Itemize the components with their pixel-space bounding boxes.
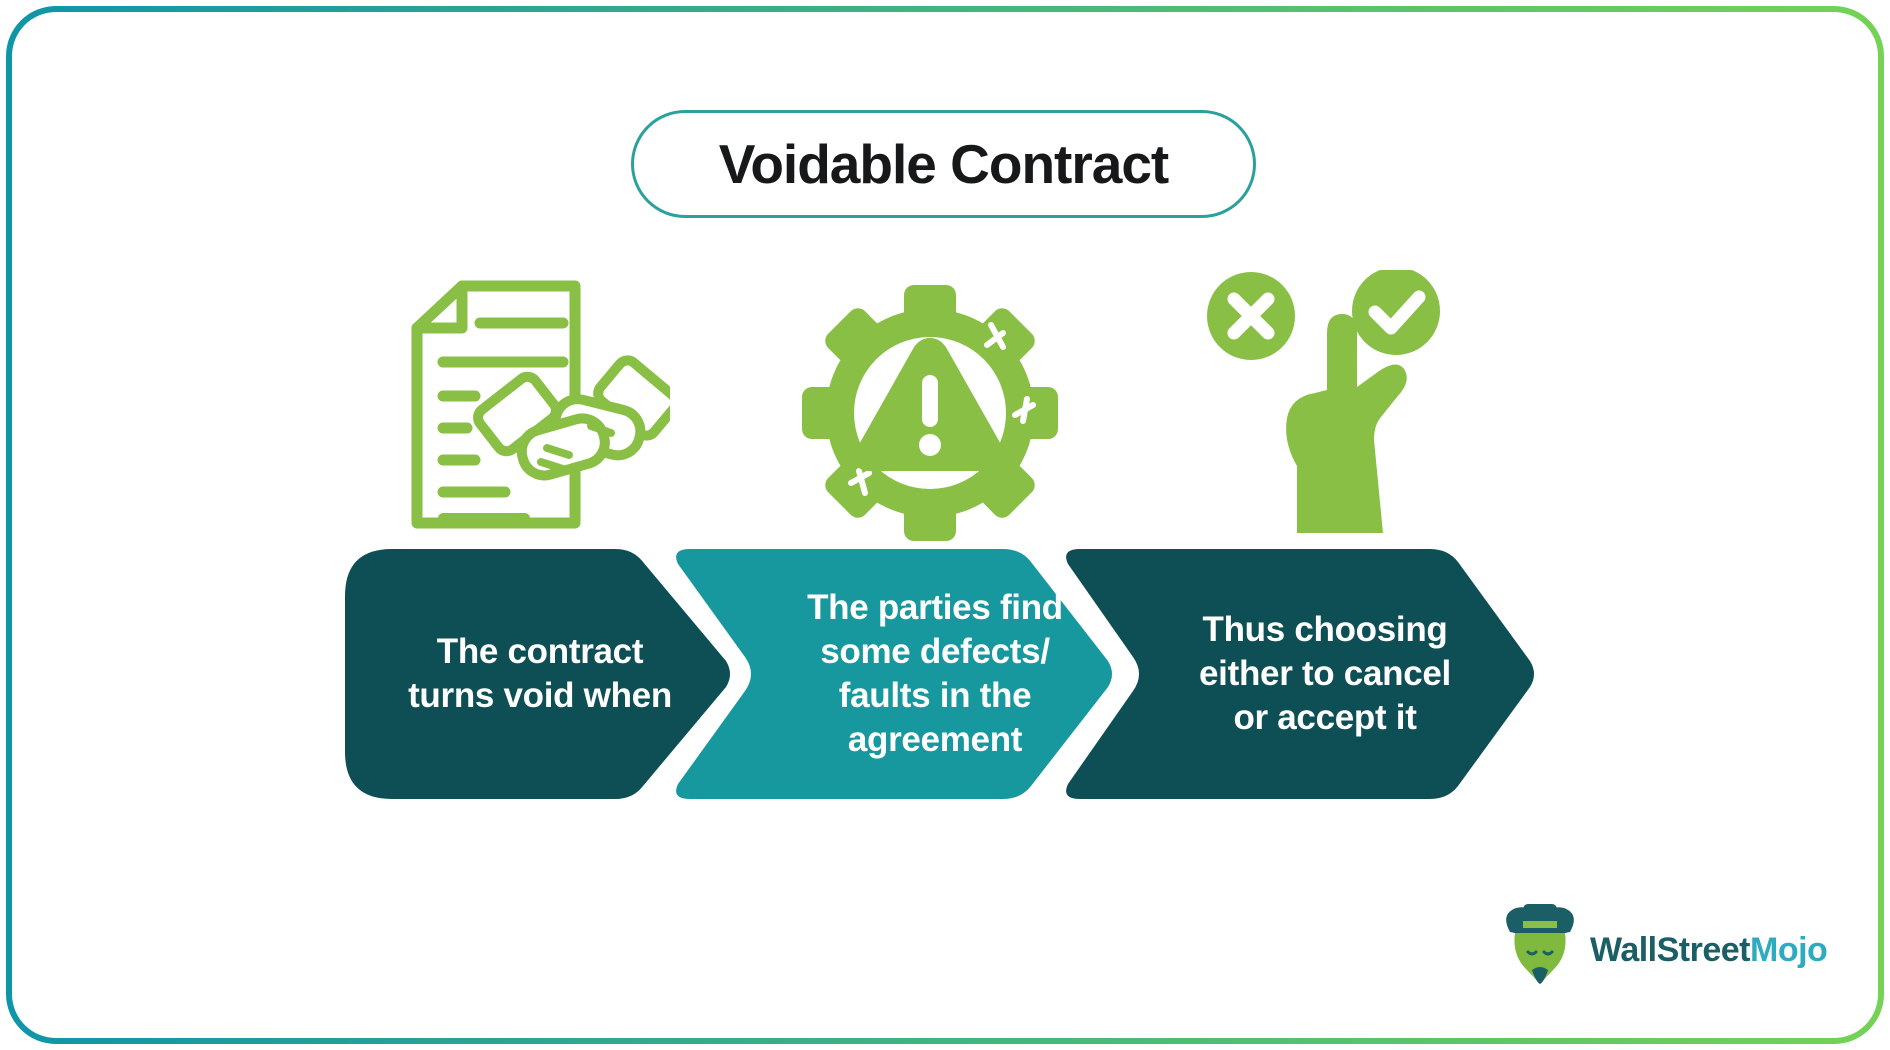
step-label: The contract turns void when	[408, 632, 672, 715]
logo-text-primary: WallStreet	[1590, 930, 1751, 969]
choice-hand-icon	[1207, 270, 1440, 533]
step-1-arrow	[345, 549, 730, 799]
logo-bull-icon	[1506, 904, 1574, 984]
logo-text: WallStreetMojo	[1590, 930, 1828, 970]
logo-text-secondary: Mojo	[1750, 930, 1828, 969]
step-label: The parties find some defects/ faults in…	[807, 588, 1063, 759]
title-pill: Voidable Contract	[631, 110, 1256, 218]
step-label: Thus choosing either to cancel or accept…	[1199, 610, 1451, 737]
step-3-arrow	[1066, 549, 1534, 799]
step-2-arrow	[676, 549, 1112, 799]
defective-gear-warning-icon	[802, 285, 1058, 541]
contract-handshake-icon	[411, 280, 670, 529]
wallstreetmojo-logo: WallStreetMojo	[1500, 900, 1828, 992]
page-title: Voidable Contract	[718, 133, 1170, 195]
